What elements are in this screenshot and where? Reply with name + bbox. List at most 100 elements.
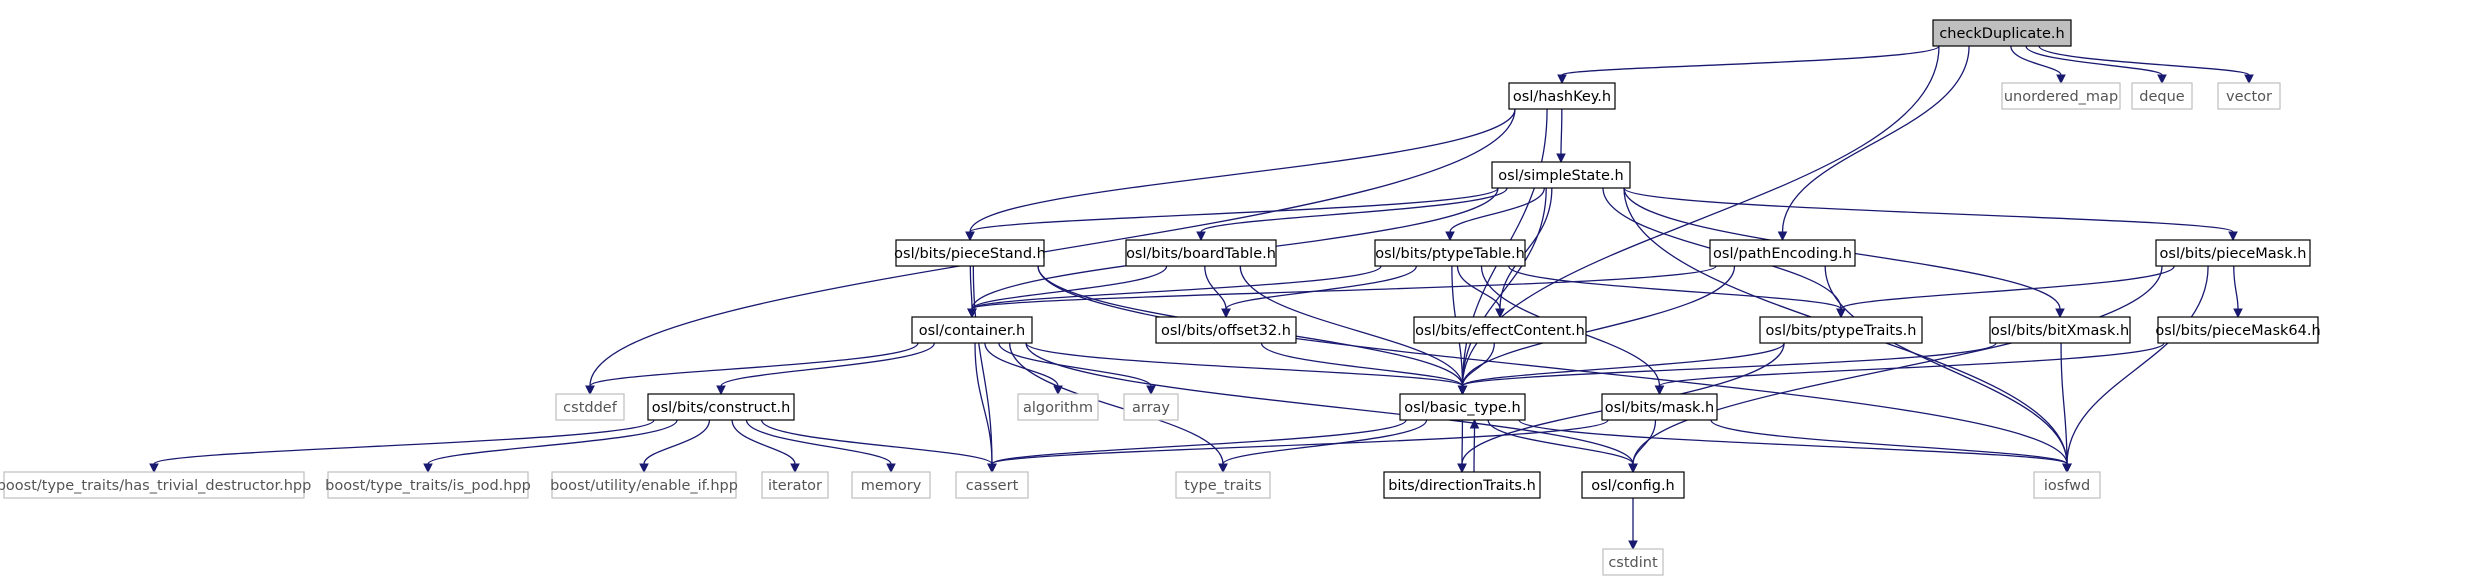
edge-simpleState-to-pieceMask [1623,187,2238,242]
node-box [895,239,1045,267]
node-pieceStand[interactable]: osl/bits/pieceStand.h [894,239,1046,267]
node-label: osl/bits/mask.h [1605,400,1714,416]
node-simpleState[interactable]: osl/simpleState.h [1491,161,1631,189]
edge-simpleState-to-pieceStand [965,187,1499,242]
node-cassert: cassert [955,471,1029,499]
node-basic_type[interactable]: osl/basic_type.h [1399,393,1526,421]
node-label: osl/pathEncoding.h [1713,246,1852,262]
edge-container-to-array [998,342,1156,396]
node-hashKey[interactable]: osl/hashKey.h [1508,82,1616,110]
edge-basic_type-to-type_traits [1218,419,1428,474]
edge-container-to-cstddef [585,342,919,396]
edge-ptypeTraits-to-basic_type [1457,342,1785,396]
node-array: array [1123,393,1179,421]
graph-nodes: checkDuplicate.h osl/hashKey.h unordered_m… [0,19,2321,576]
node-iosfwd: iosfwd [2033,471,2101,499]
node-label: osl/bits/effectContent.h [1415,323,1585,339]
edge-simpleState-to-ptypeTable [1445,187,1545,242]
node-effectContent[interactable]: osl/bits/effectContent.h [1413,316,1587,344]
node-checkDuplicate[interactable]: checkDuplicate.h [1932,19,2072,47]
node-algorithm: algorithm [1017,393,1099,421]
node-box [2217,82,2281,110]
node-enable_if: boost/utility/enable_if.hpp [550,471,738,499]
edge-pieceMask64-to-mask [1654,342,2165,396]
node-box [1374,239,1526,267]
edge-basic_type-to-cassert [987,419,1407,474]
node-box [647,393,795,421]
edge-mask-to-iosfwd [1710,419,2072,474]
node-box [2157,316,2319,344]
node-is_pod: boost/type_traits/is_pod.hpp [325,471,531,499]
node-box [1155,316,1297,344]
node-box [555,393,625,421]
dependency-edges [149,45,2254,551]
edge-construct-to-is_pod [423,419,678,474]
node-label: boost/utility/enable_if.hpp [550,478,738,494]
edge-ptypeTable-to-offset32 [1221,265,1418,319]
node-label: memory [861,478,922,494]
edge-checkDuplicate-to-vector [2038,45,2254,85]
node-construct[interactable]: osl/bits/construct.h [647,393,795,421]
node-box [1601,393,1718,421]
node-bitXmask[interactable]: osl/bits/bitXmask.h [1989,316,2131,344]
edge-container-to-cassert [974,342,997,474]
node-label: cstdint [1608,555,1658,571]
node-box [1932,19,2072,47]
node-label: iterator [768,478,822,494]
node-pieceMask[interactable]: osl/bits/pieceMask.h [2155,239,2311,267]
node-pieceMask64[interactable]: osl/bits/pieceMask64.h [2155,316,2321,344]
node-cstdint: cstdint [1602,548,1664,576]
edge-mask-to-config [1628,419,1657,474]
node-box [1175,471,1271,499]
node-label: bits/directionTraits.h [1388,478,1536,494]
edge-construct-to-enable_if [639,419,711,474]
node-box [1399,393,1526,421]
edge-pathEncoding-to-container [967,265,1717,319]
edge-construct-to-iterator [731,419,800,474]
edge-construct-to-has_trivial_destructor [149,419,655,474]
node-box [2001,82,2121,110]
edge-container-to-basic_type [1025,342,1468,396]
node-label: osl/hashKey.h [1513,89,1611,105]
node-box [1383,471,1541,499]
edge-bitXmask-to-basic_type [1457,342,1997,396]
node-directionTraits[interactable]: bits/directionTraits.h [1383,471,1541,499]
edge-mask-to-cassert [987,419,1609,474]
node-label: algorithm [1023,400,1093,416]
node-box [2155,239,2311,267]
edge-checkDuplicate-to-hashKey [1557,45,1940,85]
node-label: unordered_map [2004,89,2118,105]
node-container[interactable]: osl/container.h [911,316,1033,344]
node-offset32[interactable]: osl/bits/offset32.h [1155,316,1297,344]
node-box [1491,161,1631,189]
node-label: osl/bits/bitXmask.h [1991,323,2129,339]
node-ptypeTable[interactable]: osl/bits/ptypeTable.h [1374,239,1526,267]
node-config[interactable]: osl/config.h [1581,471,1685,499]
node-box [1125,239,1277,267]
node-label: deque [2139,89,2185,105]
node-label: osl/bits/pieceStand.h [894,246,1046,262]
node-box [1017,393,1099,421]
node-vector: vector [2217,82,2281,110]
node-label: cstddef [563,400,618,416]
node-label: osl/bits/ptypeTraits.h [1766,323,1917,339]
edge-basic_type-to-directionTraits [1457,419,1467,474]
node-box [955,471,1029,499]
edge-ptypeTable-to-effectContent [1456,265,1505,319]
node-boardTable[interactable]: osl/bits/boardTable.h [1125,239,1277,267]
node-box [761,471,829,499]
edge-checkDuplicate-to-pathEncoding [1777,45,1970,242]
edge-construct-to-memory [745,419,896,474]
node-ptypeTraits[interactable]: osl/bits/ptypeTraits.h [1759,316,1923,344]
node-label: osl/config.h [1591,478,1675,494]
node-iterator: iterator [761,471,829,499]
node-label: vector [2226,89,2272,105]
node-box [1413,316,1587,344]
node-cstddef: cstddef [555,393,625,421]
node-unordered_map: unordered_map [2001,82,2121,110]
node-box [2033,471,2101,499]
node-mask[interactable]: osl/bits/mask.h [1601,393,1718,421]
node-deque: deque [2131,82,2193,110]
node-pathEncoding[interactable]: osl/pathEncoding.h [1709,239,1856,267]
node-label: osl/simpleState.h [1498,168,1623,184]
